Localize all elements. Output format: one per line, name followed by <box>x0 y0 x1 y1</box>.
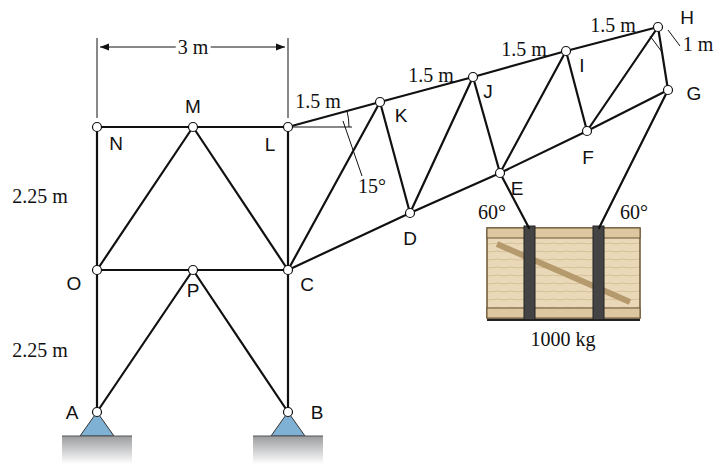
joint-letter: M <box>183 96 203 117</box>
joint-letter: P <box>185 280 202 301</box>
dimension-label: 1.5 m <box>406 64 456 86</box>
dimension-label: 1.5 m <box>588 14 638 36</box>
joint-letter: E <box>509 178 526 199</box>
joint-letter: D <box>401 228 419 249</box>
angle-label: 60° <box>618 201 650 223</box>
joint-letter: K <box>393 105 410 126</box>
crate <box>487 226 640 320</box>
joint-letter: A <box>64 402 81 423</box>
dimension-label: 3 m <box>176 36 211 58</box>
dimension-label: 2.25 m <box>10 185 70 207</box>
mass-label: 1000 kg <box>529 328 598 350</box>
joint-letter: J <box>481 81 495 102</box>
joint-letter: O <box>65 273 84 294</box>
dimension-line <box>97 30 680 176</box>
joint-letter: B <box>309 402 326 423</box>
joint-letter: G <box>685 83 704 104</box>
joint-letter: I <box>577 55 586 76</box>
dimension-label: 1.5 m <box>293 90 343 112</box>
truss-members <box>97 27 668 412</box>
joint-pins <box>93 23 673 417</box>
dimension-label: 1.5 m <box>499 38 549 60</box>
angle-label: 60° <box>476 201 508 223</box>
joint-letter: F <box>580 147 596 168</box>
angle-label: 15° <box>356 175 388 197</box>
joint-letter: L <box>263 134 278 155</box>
joint-letter: C <box>298 274 316 295</box>
joint-letter: N <box>107 133 125 154</box>
dimension-label: 1 m <box>681 33 716 55</box>
pin-support <box>62 412 323 464</box>
joint-letter: H <box>678 7 696 28</box>
dimension-label: 2.25 m <box>10 339 70 361</box>
